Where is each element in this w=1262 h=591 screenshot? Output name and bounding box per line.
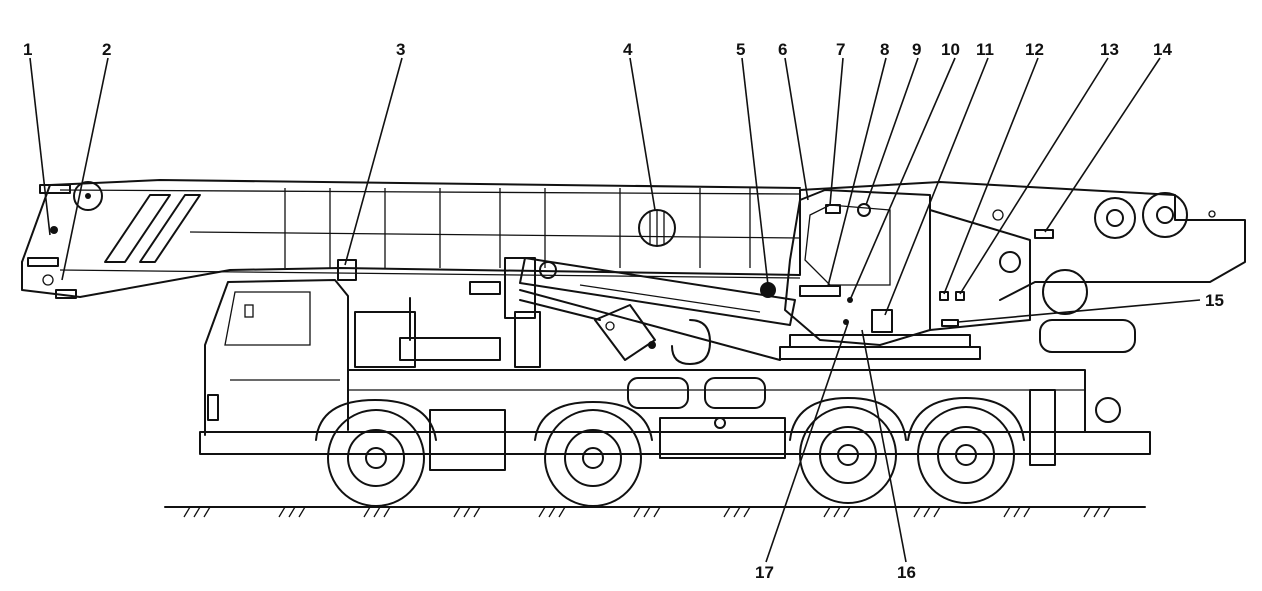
callout-3: 3: [396, 40, 405, 59]
operator-cab: [779, 189, 1031, 360]
leader-lines: [29, 57, 1201, 563]
callout-2: 2: [102, 40, 111, 59]
chassis: [199, 281, 1151, 471]
callout-11: 11: [976, 40, 994, 59]
wheel: [917, 406, 1015, 504]
wheels: [315, 397, 1025, 507]
wheel: [327, 409, 425, 507]
callout-6: 6: [778, 40, 787, 59]
boom-pad-circle: [638, 209, 676, 247]
callout-1: 1: [23, 40, 32, 59]
boom: [21, 179, 1246, 301]
wheel: [799, 406, 897, 504]
hook-block: [519, 289, 781, 365]
callout-labels: 1 2 3 4 5 6 7 8 9 10 11 12 13 14 15 16 1…: [23, 40, 1224, 582]
callout-9: 9: [912, 40, 921, 59]
luffing-cylinder: [504, 257, 796, 326]
callout-14: 14: [1153, 40, 1172, 59]
callout-16: 16: [897, 563, 916, 582]
driver-cab: [204, 259, 357, 436]
callout-17: 17: [755, 563, 774, 582]
callout-15: 15: [1205, 291, 1224, 310]
callout-4: 4: [623, 40, 633, 59]
callout-13: 13: [1100, 40, 1119, 59]
callout-10: 10: [941, 40, 960, 59]
callout-5: 5: [736, 40, 745, 59]
callout-12: 12: [1025, 40, 1044, 59]
wheel: [544, 409, 642, 507]
ground: [164, 506, 1146, 518]
rear-sheaves: [1034, 192, 1216, 315]
callout-8: 8: [880, 40, 889, 59]
callout-7: 7: [836, 40, 845, 59]
